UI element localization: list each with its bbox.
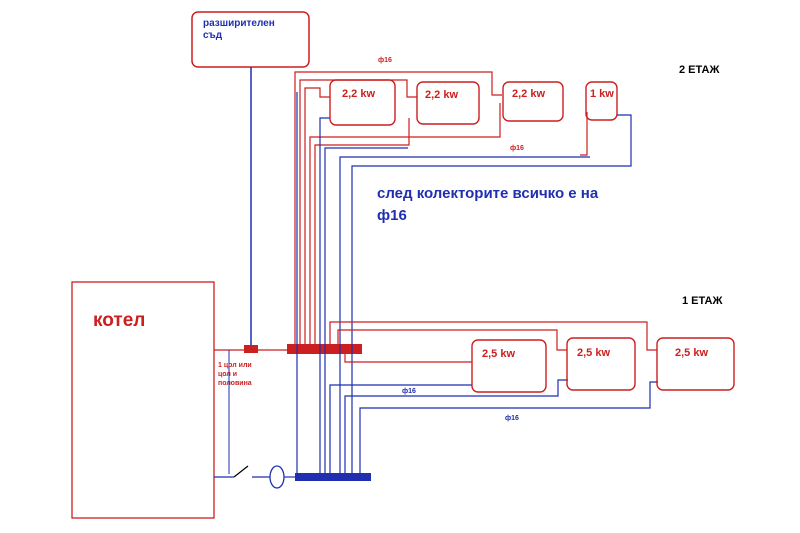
- supply-line-f1-r1: [344, 354, 472, 363]
- supply-line-f2-1kw: [580, 112, 588, 156]
- radiator-f1-1: [471, 339, 547, 393]
- radiator-f2-4-label: 1 kw: [590, 88, 614, 100]
- return-line-f1-b: [344, 379, 568, 477]
- floor-2-title: 2 ЕТАЖ: [679, 64, 719, 76]
- radiator-f1-2: [566, 337, 636, 391]
- pipe-size-boiler-line3: половина: [218, 380, 252, 387]
- return-line-f1-a: [329, 384, 472, 477]
- radiator-f1-2-label: 2,5 kw: [577, 347, 610, 359]
- pipe-size-top: ф16: [378, 57, 392, 64]
- pipe-size-bottom-2: ф16: [505, 415, 519, 422]
- supply-line-f2-r2: [299, 79, 417, 345]
- return-manifold: [295, 473, 371, 481]
- return-line-f2-d: [319, 117, 330, 477]
- supply-line-f2-r4: [294, 71, 502, 345]
- expansion-tank-label-line2: съд: [203, 30, 223, 41]
- radiator-f1-3: [656, 337, 735, 391]
- note-line-2: ф16: [377, 207, 407, 224]
- boiler-label: котел: [93, 310, 145, 331]
- pipe-size-boiler-line1: 1 цол или: [218, 362, 252, 369]
- note-line-1: след колекторите всичко е на: [377, 185, 599, 202]
- pump-valve: [233, 465, 249, 478]
- radiator-f2-3: [502, 81, 564, 122]
- radiator-f1-1-label: 2,5 kw: [482, 348, 515, 360]
- pump-icon: [269, 465, 285, 489]
- expansion-tank-label-line1: разширителен: [203, 18, 275, 29]
- radiator-f2-1-label: 2,2 kw: [342, 88, 375, 100]
- pipe-size-boiler-line2: цол и: [218, 371, 237, 378]
- pipe-size-top-return: ф16: [510, 145, 524, 152]
- radiator-f2-2-label: 2,2 kw: [425, 89, 458, 101]
- supply-line-f2-r1: [304, 87, 330, 345]
- supply-line-f2-small: [314, 118, 410, 345]
- radiator-f2-3-label: 2,2 kw: [512, 88, 545, 100]
- return-line-f2-a: [324, 147, 408, 477]
- radiator-f2-1: [329, 79, 396, 126]
- supply-line-f1-r2: [337, 329, 567, 351]
- return-line-f1-c: [359, 381, 658, 477]
- floor-1-title: 1 ЕТАЖ: [682, 295, 722, 307]
- pipe-size-bottom-1: ф16: [402, 388, 416, 395]
- supply-line-f2-r4b: [309, 103, 501, 345]
- supply-line-f1-r3: [329, 321, 657, 351]
- boiler-box: [71, 281, 215, 519]
- expansion-tee: [244, 345, 258, 353]
- radiator-f1-3-label: 2,5 kw: [675, 347, 708, 359]
- radiator-f2-2: [416, 81, 480, 125]
- return-line-f2-b: [339, 156, 590, 477]
- radiator-f2-4: [585, 81, 618, 121]
- return-line-f2-c: [351, 114, 632, 477]
